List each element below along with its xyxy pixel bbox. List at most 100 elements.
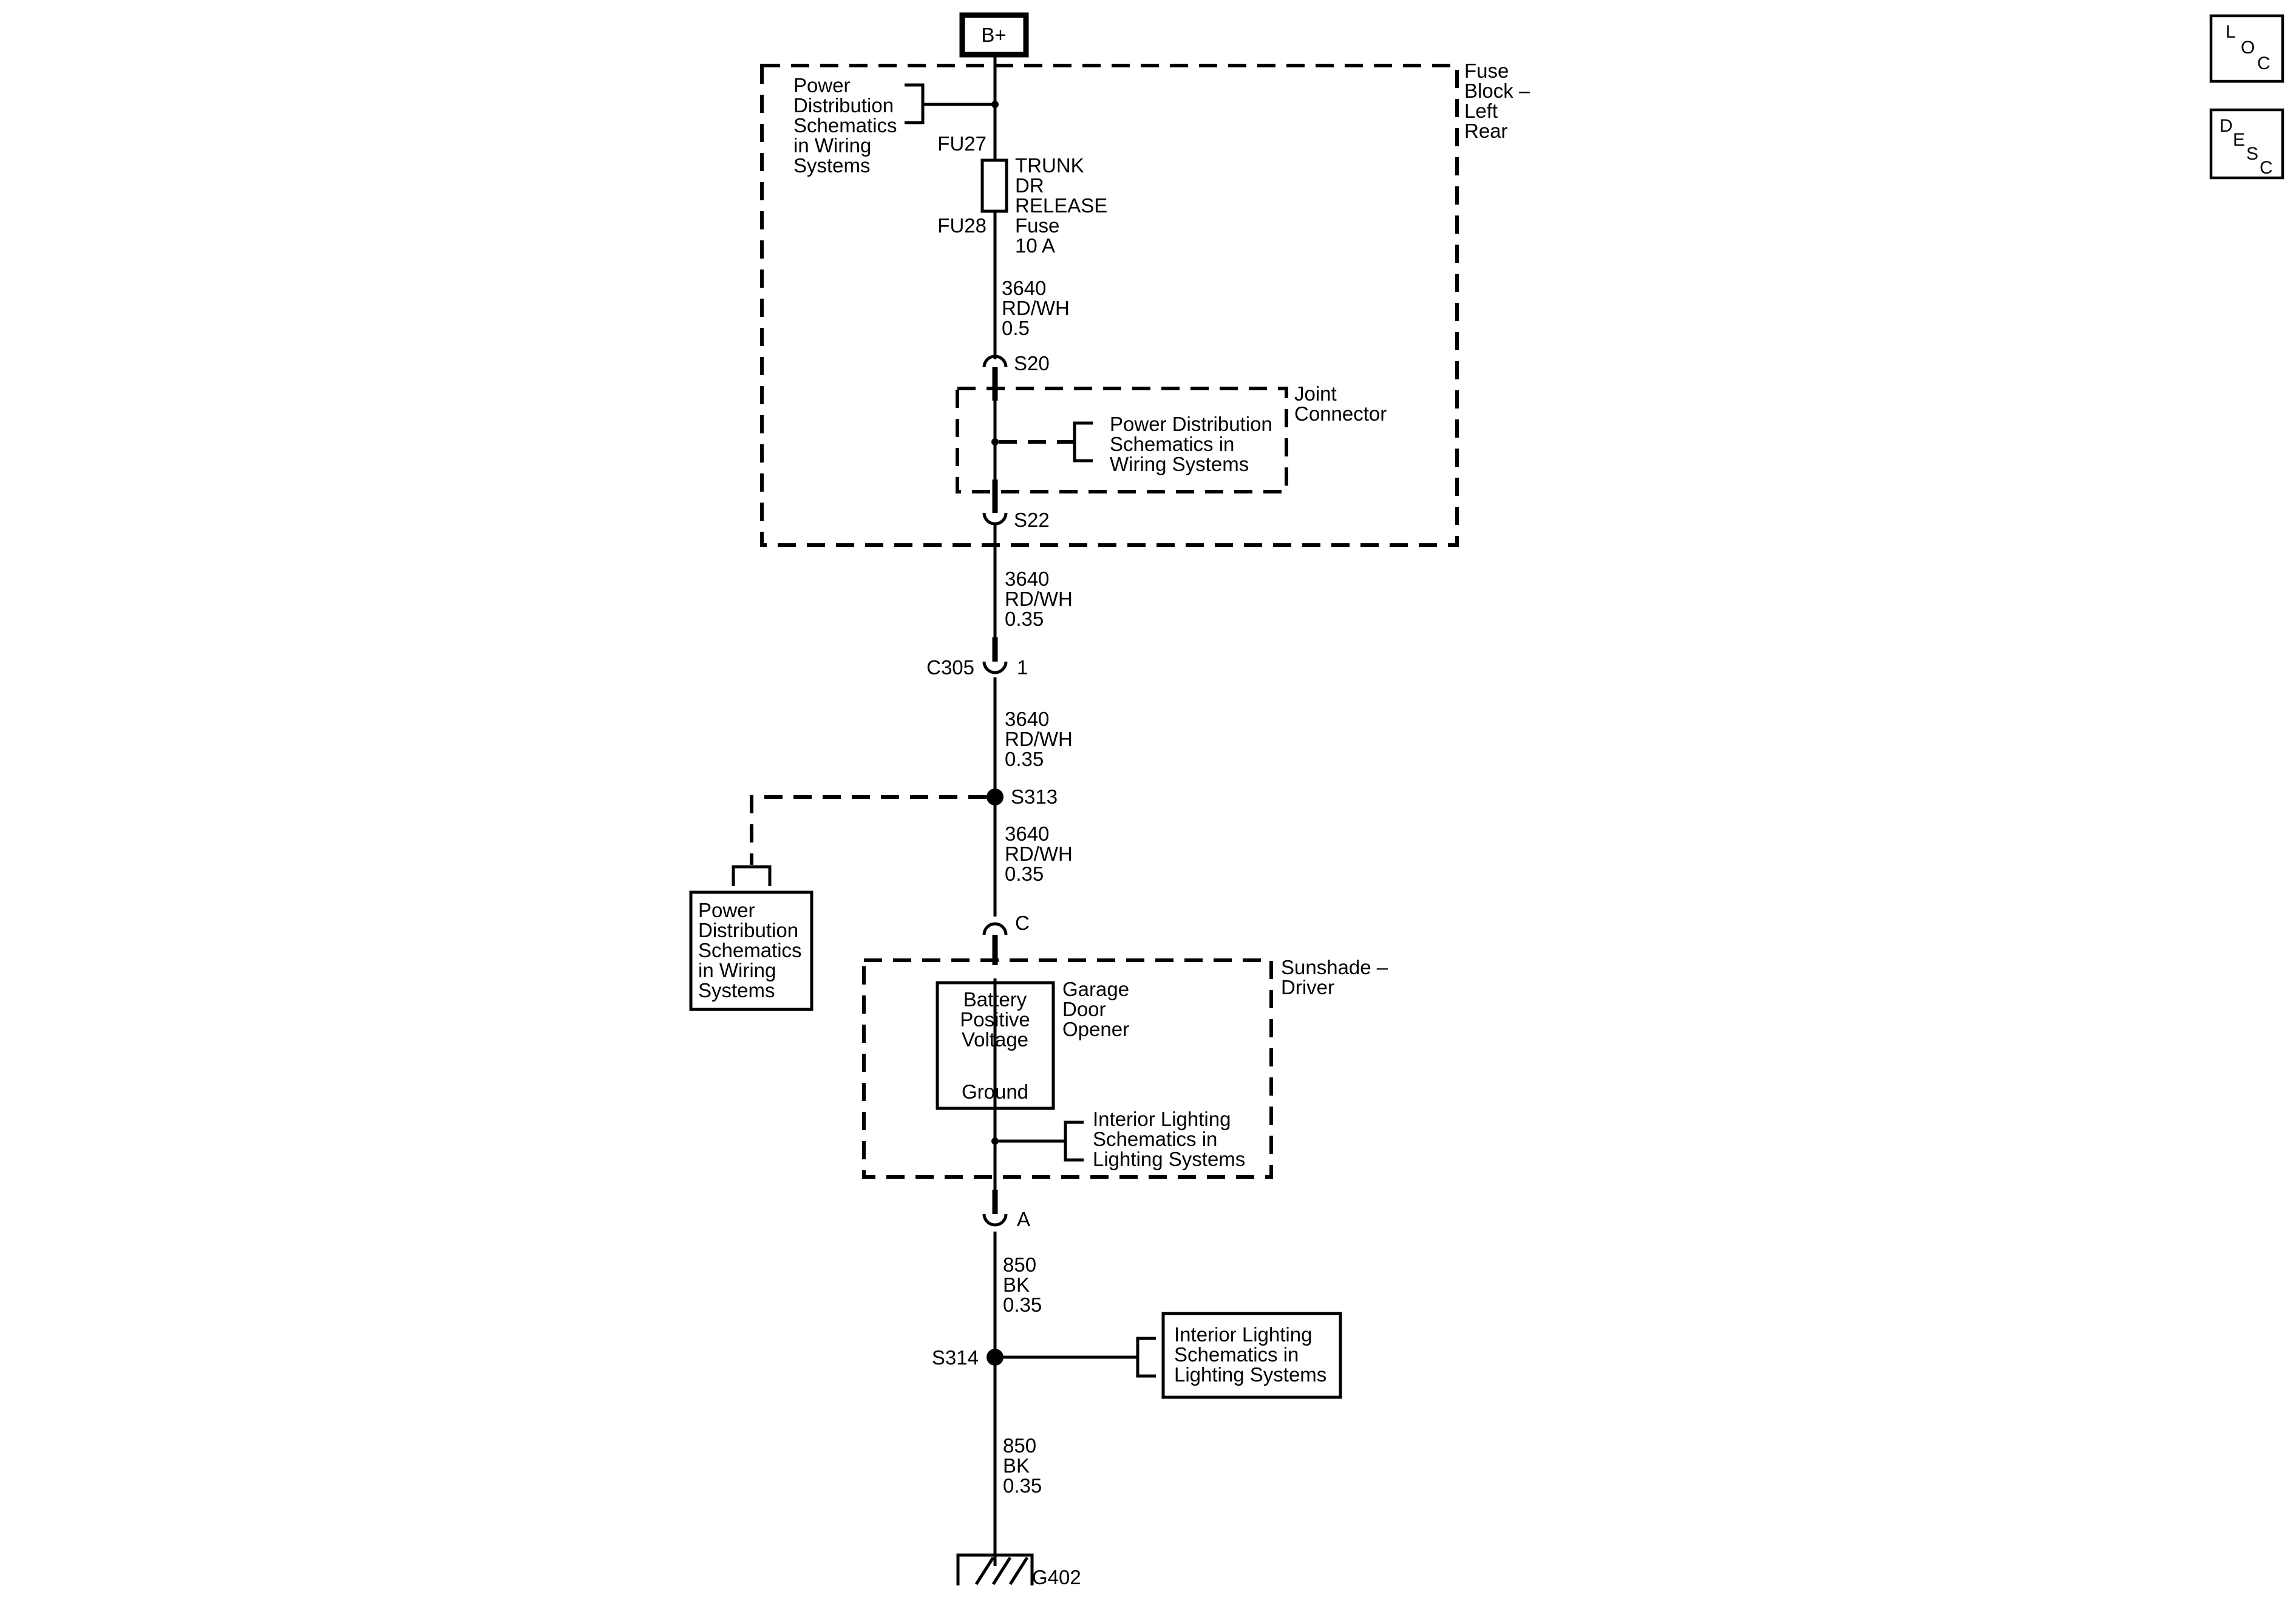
trunk-release-fuse: FU27 FU28 TRUNK DR RELEASE Fuse 10 A [937,132,1107,257]
right-ref-line: Lighting Systems [1174,1363,1326,1386]
left-ref-line: Systems [698,979,775,1002]
fuse-block-title-line: Fuse [1464,59,1509,82]
wire-label-line: 0.35 [1005,608,1044,630]
left-ref-line: Power [698,899,755,921]
sunshade-title-line: Driver [1281,976,1334,998]
ref-top-line: Power [793,74,851,97]
sunshade-ref-line: Lighting Systems [1093,1148,1245,1170]
wire-label-line: 3640 [1005,822,1049,845]
left-ref-line: in Wiring [698,959,776,981]
component-name-line: Opener [1062,1018,1129,1040]
garage-box-ground: Ground [962,1080,1028,1103]
fuse-block-left-rear: Fuse Block – Left Rear Power Distributio… [760,59,1530,547]
wire-label-line: RD/WH [1005,728,1073,750]
fuse-label-line: TRUNK [1015,154,1084,177]
desc-letter: S [2246,144,2258,164]
garage-box-line: Battery [963,988,1027,1011]
joint-ref-line: Power Distribution [1110,413,1272,435]
joint-ref-line: Schematics in [1110,433,1234,455]
connector-c305-pin: 1 [1017,656,1028,679]
desc-letter: D [2220,116,2233,136]
fuse-block-title: Fuse Block – Left Rear [1464,59,1530,142]
wire-label-line: RD/WH [1005,588,1073,610]
wire-label-line: 0.35 [1003,1293,1042,1316]
connector-c305-label: C305 [926,656,974,679]
fuse-label-line: DR [1015,174,1044,197]
wire-label-850-b: 850 BK 0.35 [1003,1434,1042,1497]
pin-c-label: C [1015,912,1030,934]
fuse-block-title-line: Left [1464,100,1498,122]
ref-top-line: Systems [793,154,871,177]
wire-label-line: 850 [1003,1253,1036,1276]
fuse-label-line: RELEASE [1015,194,1107,217]
wire-label-line: RD/WH [1005,842,1073,865]
ground-g402: G402 [956,1553,1081,1588]
fuse-terminal-in: FU27 [937,132,987,155]
splice-s22-label: S22 [1014,509,1050,531]
splice-s314: S314 [932,1337,1156,1378]
left-ref-line: Distribution [698,919,798,941]
loc-icon[interactable]: L O C [2209,14,2284,83]
fuse-terminal-out: FU28 [937,214,987,237]
splice-s313: S313 [732,785,1058,886]
joint-ref-line: Wiring Systems [1110,453,1249,475]
splice-s20: S20 [982,352,1050,401]
wire-label-line: 0.35 [1005,863,1044,885]
power-distribution-ref-left: Power Distribution Schematics in Wiring … [689,890,813,1011]
power-source-b-plus: B+ [959,12,1029,58]
splice-s20-label: S20 [1014,352,1050,375]
wire-label-line: 3640 [1005,568,1049,590]
loc-letter: C [2257,53,2271,73]
desc-icon[interactable]: D E S C [2209,108,2284,180]
sunshade-driver: C Sunshade – Driver Battery Positive Vol… [862,912,1388,1230]
joint-connector-title-line: Connector [1294,402,1387,425]
desc-letter: C [2260,158,2273,178]
loc-letter: O [2241,38,2255,58]
splice-s22: S22 [982,480,1050,531]
joint-connector: Joint Connector Power Distribution Schem… [956,382,1387,493]
ref-top-line: in Wiring [793,134,871,157]
sunshade-ref-line: Interior Lighting [1093,1108,1231,1130]
right-ref-line: Schematics in [1174,1343,1299,1366]
wire-label-line: 0.35 [1003,1474,1042,1497]
sunshade-ref-line: Schematics in [1093,1128,1217,1150]
garage-box-line: Voltage [962,1028,1028,1051]
wire-label-3640-035-c: 3640 RD/WH 0.35 [1005,822,1073,885]
wire-label-3640-05: 3640 RD/WH 0.5 [1002,277,1070,339]
wire-label-850-a: 850 BK 0.35 [1003,1253,1042,1316]
wire-label-3640-035-b: 3640 RD/WH 0.35 [1005,708,1073,770]
fuse-block-title-line: Block – [1464,80,1530,102]
splice-s313-label: S313 [1011,785,1058,808]
splice-s314-label: S314 [932,1346,979,1369]
wire-label-line: RD/WH [1002,297,1070,319]
right-ref-line: Interior Lighting [1174,1323,1312,1346]
ground-label: G402 [1032,1566,1081,1588]
component-name-line: Garage [1062,978,1129,1000]
garage-box-line: Positive [960,1008,1030,1031]
fuse-label-line: Fuse [1015,214,1059,237]
wire-label-line: 850 [1003,1434,1036,1457]
connector-c305: C305 1 [926,637,1028,679]
wire-label-3640-035-a: 3640 RD/WH 0.35 [1005,568,1073,630]
wire-label-line: 0.35 [1005,748,1044,770]
power-distribution-ref-top: Power Distribution Schematics in Wiring … [793,74,999,177]
sunshade-title-line: Sunshade – [1281,956,1388,978]
ref-top-line: Distribution [793,94,894,117]
desc-letter: E [2233,130,2245,150]
ref-top-line: Schematics [793,114,897,137]
wire-label-line: 0.5 [1002,317,1030,339]
pin-a-label: A [1017,1208,1030,1230]
wire-label-line: 3640 [1005,708,1049,730]
wire-label-line: BK [1003,1273,1030,1296]
component-name-line: Door [1062,998,1106,1020]
joint-connector-title-line: Joint [1294,382,1337,405]
power-source-label: B+ [981,24,1006,46]
interior-lighting-ref-right: Interior Lighting Schematics in Lighting… [1161,1312,1342,1399]
wire-label-line: BK [1003,1454,1030,1477]
loc-letter: L [2226,22,2236,42]
fuse-label-line: 10 A [1015,234,1055,257]
wire-label-line: 3640 [1002,277,1046,299]
fuse-block-title-line: Rear [1464,120,1508,142]
left-ref-line: Schematics [698,939,802,961]
